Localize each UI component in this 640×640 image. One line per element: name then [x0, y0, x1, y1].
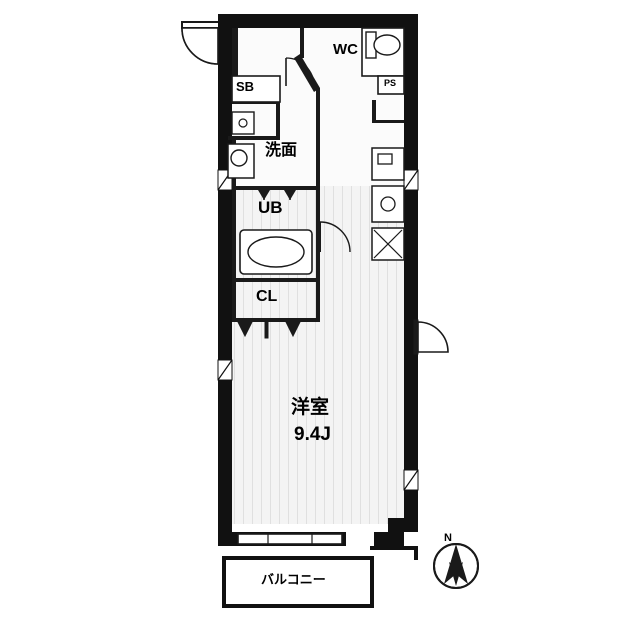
label-north: N [444, 532, 452, 544]
ps-box [377, 75, 405, 95]
label-cl: CL [256, 288, 278, 305]
washbasin-fixtures [227, 111, 255, 179]
kitchen-counter [371, 147, 405, 261]
compass-rose [433, 543, 479, 589]
wall-hatch-strips [217, 169, 419, 491]
label-washitsu: 洋室 [291, 397, 330, 418]
label-senmen: 洗面 [265, 142, 298, 159]
label-wc: WC [333, 41, 358, 58]
label-area: 9.4J [294, 424, 331, 445]
bathtub [239, 229, 313, 275]
balcony-window [237, 533, 343, 545]
closet-doors [237, 321, 301, 339]
wc-door [285, 57, 315, 87]
label-ub: UB [258, 198, 283, 217]
label-balcony: バルコニー [261, 572, 326, 587]
bathroom-door [319, 221, 351, 253]
entrance-door [181, 21, 219, 65]
label-sb: SB [236, 79, 255, 94]
side-door [413, 319, 449, 355]
label-ps: PS [384, 78, 397, 88]
toilet-fixture [361, 27, 405, 77]
fixtures [181, 21, 449, 545]
sb-box [231, 75, 281, 103]
ub-door-lines [258, 186, 296, 200]
